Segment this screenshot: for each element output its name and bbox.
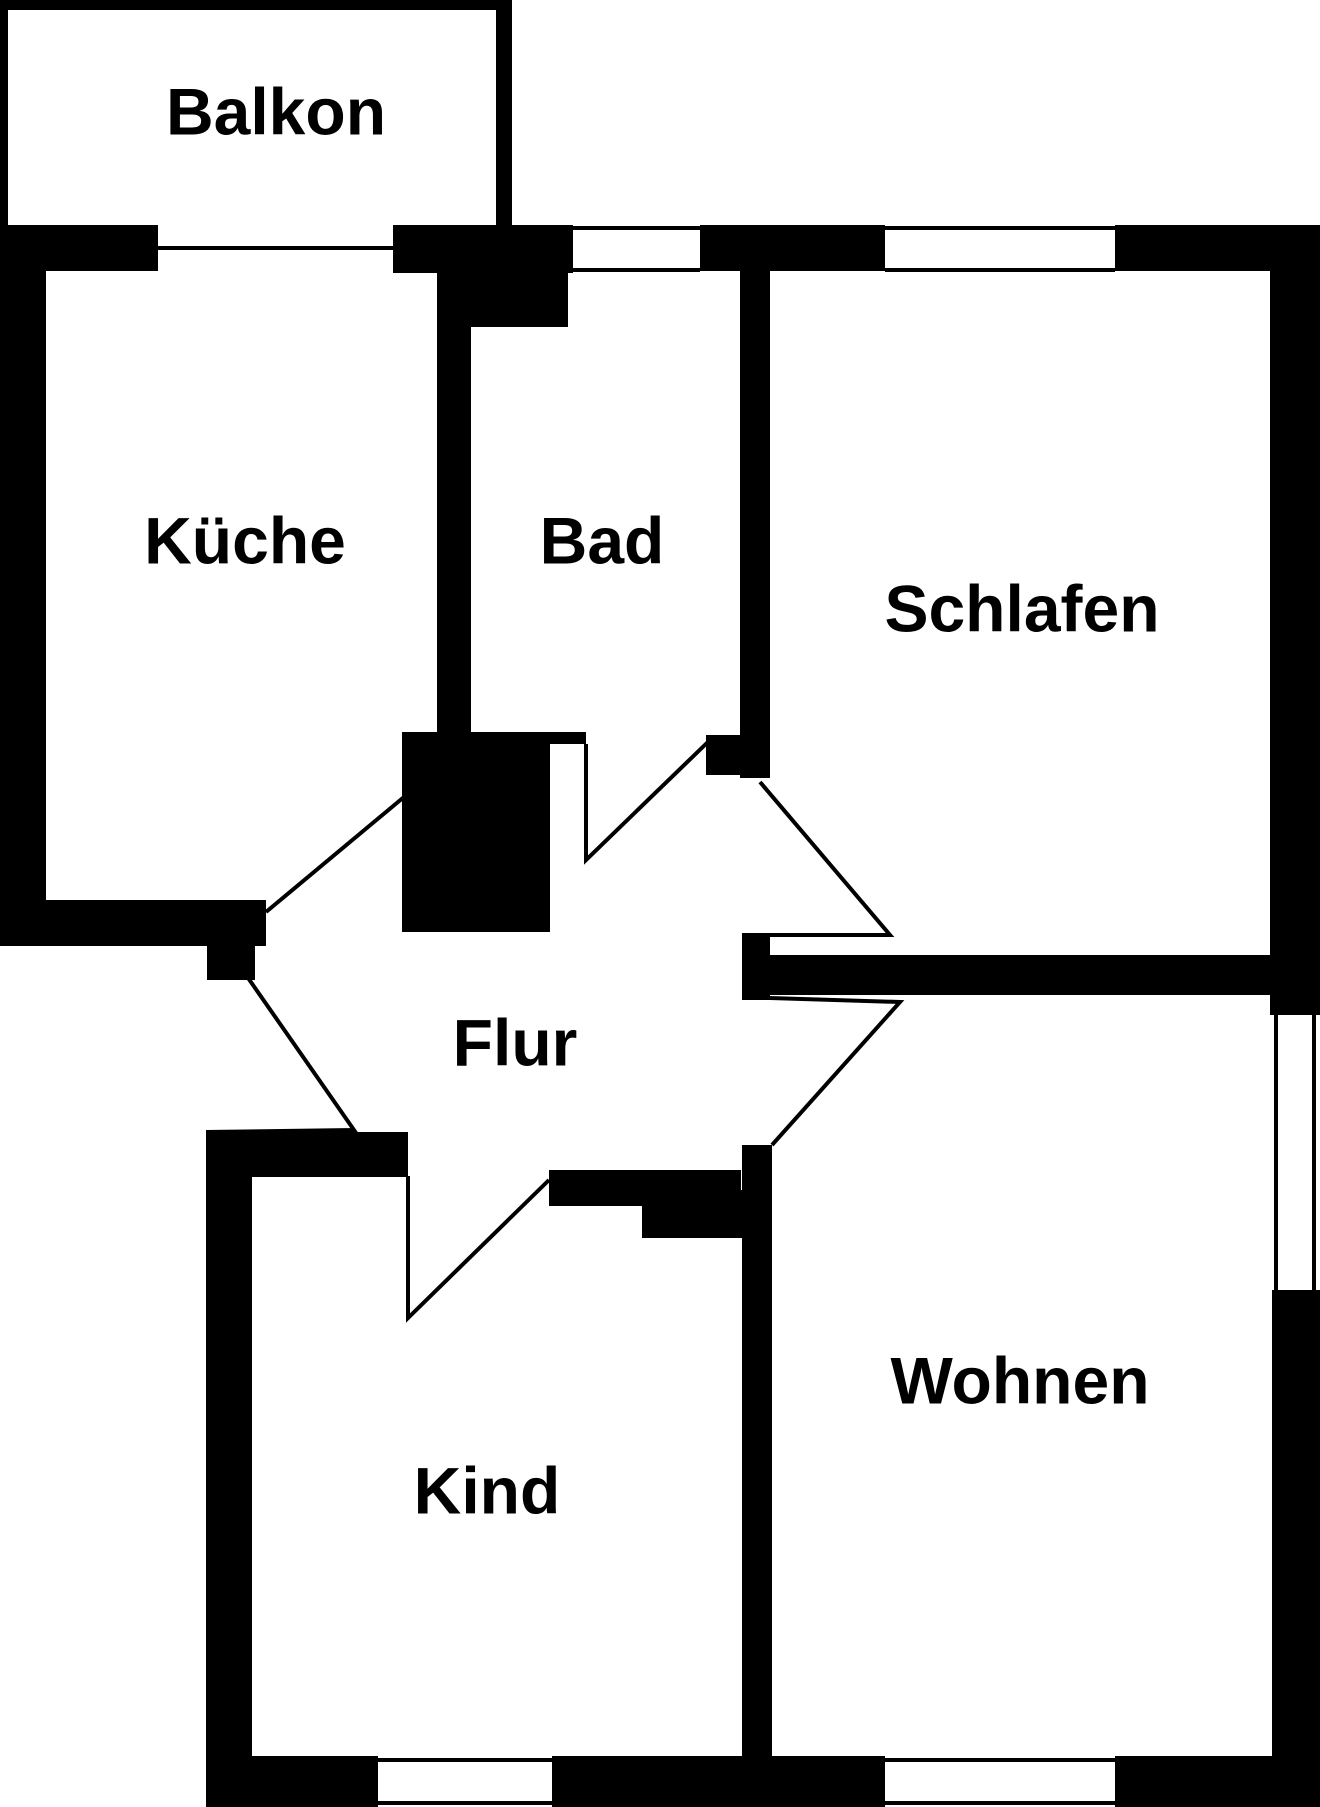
outer-walls xyxy=(0,225,1320,1807)
room-label-kind: Kind xyxy=(414,1453,561,1527)
room-label-bad: Bad xyxy=(540,503,665,577)
balcony-outline xyxy=(0,0,512,225)
room-label-kueche: Küche xyxy=(144,503,346,577)
room-label-schlafen: Schlafen xyxy=(884,571,1159,645)
windows xyxy=(378,226,1316,1805)
room-label-flur: Flur xyxy=(453,1005,578,1079)
room-label-wohnen: Wohnen xyxy=(890,1343,1149,1417)
interior-walls xyxy=(0,270,1270,1807)
door-swings xyxy=(158,246,905,1323)
room-label-balkon: Balkon xyxy=(166,74,386,148)
